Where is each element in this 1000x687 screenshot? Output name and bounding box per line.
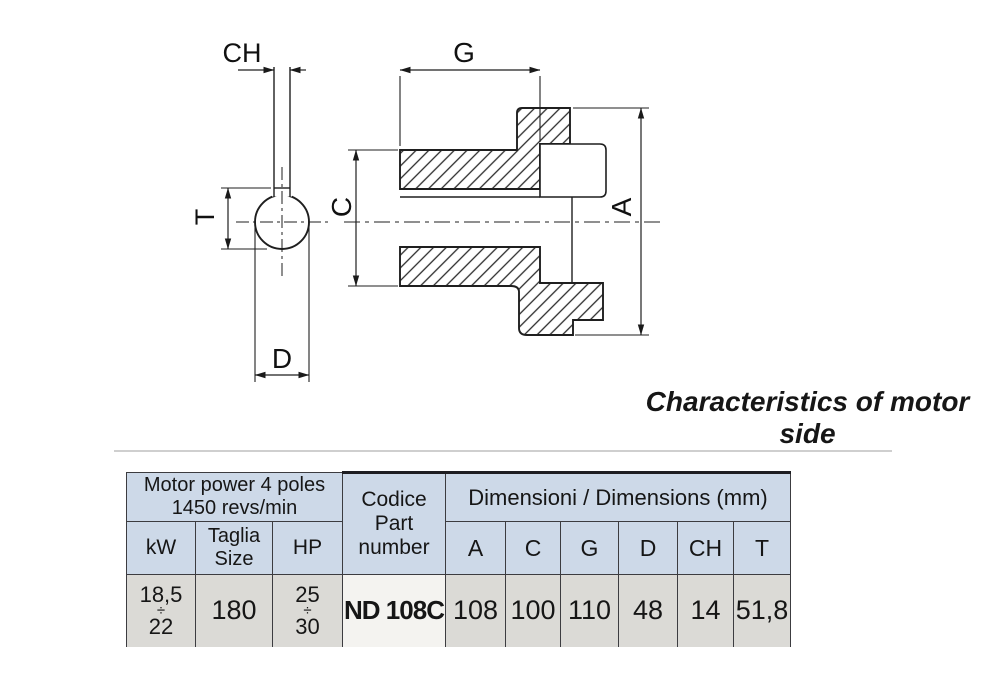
header-row-1: Motor power 4 poles 1450 revs/min Codice… — [126, 471, 791, 575]
col-header-c: C — [505, 521, 561, 575]
col-header-a: A — [445, 521, 506, 575]
dim-label-c: C — [326, 197, 357, 217]
technical-drawing: CH G D T C A — [190, 37, 662, 382]
cell-dim-c: 100 — [505, 574, 561, 647]
cell-hp-range: 25 ÷ 30 — [272, 574, 343, 647]
motor-power-header: Motor power 4 poles 1450 revs/min — [126, 472, 343, 522]
hp-to: 30 — [295, 614, 320, 640]
col-header-t: T — [733, 521, 791, 575]
dim-label-g: G — [453, 37, 475, 68]
dim-label-ch: CH — [223, 38, 262, 68]
caption-motor-side: Characteristics of motor side — [645, 386, 970, 449]
flange-recess-upper — [539, 143, 607, 198]
spec-table: Motor power 4 poles 1450 revs/min Codice… — [126, 471, 791, 647]
codice-line2: Part — [374, 512, 414, 535]
cell-taglia: 180 — [195, 574, 273, 647]
section-view — [344, 66, 662, 336]
col-header-ch: CH — [677, 521, 734, 575]
dim-label-t: T — [190, 209, 220, 226]
motor-power-line2: 1450 revs/min — [171, 497, 298, 519]
motor-power-line1: Motor power 4 poles — [143, 474, 326, 496]
cell-dim-a: 108 — [445, 574, 506, 647]
codice-line1: Codice — [361, 488, 427, 511]
cell-kw-range: 18,5 ÷ 22 — [126, 574, 196, 647]
data-row: 18,5 ÷ 22 180 25 ÷ 30 ND 108C 108 100 11… — [126, 574, 791, 647]
cell-part-number: ND 108C — [342, 574, 446, 647]
cell-dim-t: 51,8 — [733, 574, 791, 647]
cell-dim-g: 110 — [560, 574, 619, 647]
kw-from: 18,5 — [139, 582, 183, 608]
kw-divider: ÷ — [156, 602, 166, 620]
end-view — [221, 66, 330, 382]
dimensions-header: Dimensioni / Dimensions (mm) — [445, 471, 791, 522]
codice-line3: number — [358, 536, 430, 559]
cell-dim-ch: 14 — [677, 574, 734, 647]
taglia-line1: Taglia — [207, 525, 261, 547]
keyway-cutout — [272, 181, 292, 197]
cell-dim-d: 48 — [618, 574, 678, 647]
kw-to: 22 — [148, 614, 174, 640]
divider-line — [114, 450, 892, 452]
col-header-g: G — [560, 521, 619, 575]
taglia-line2: Size — [214, 548, 254, 570]
col-header-taglia: Taglia Size — [195, 521, 273, 575]
header-row-2: kW Taglia Size HP A C G D CH T — [126, 521, 791, 575]
hp-divider: ÷ — [303, 602, 312, 620]
hub-section-lower — [399, 246, 604, 336]
dim-label-a: A — [606, 197, 637, 216]
col-header-hp: HP — [272, 521, 343, 575]
part-number-header: Codice Part number — [342, 471, 446, 575]
dim-label-d: D — [272, 343, 292, 374]
col-header-kw: kW — [126, 521, 196, 575]
hp-from: 25 — [295, 582, 320, 608]
col-header-d: D — [618, 521, 678, 575]
